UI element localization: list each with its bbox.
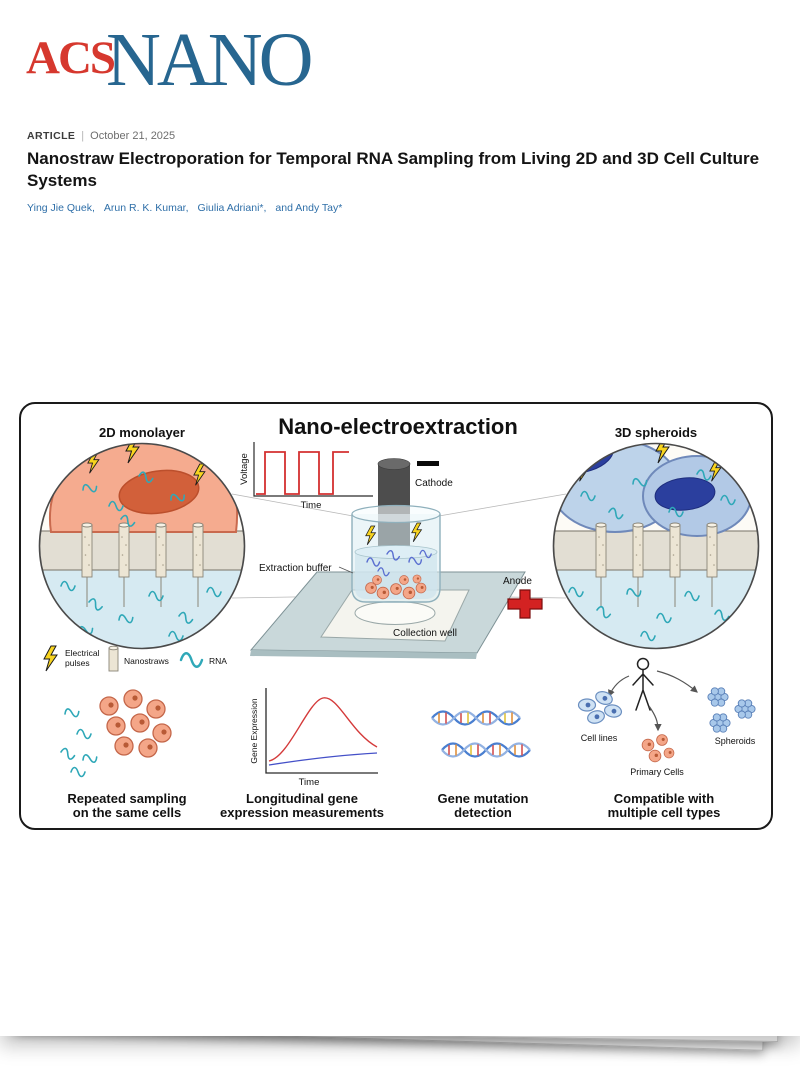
expression-curve-blue bbox=[268, 752, 378, 766]
2d-monolayer-inset: 2D monolayer bbox=[38, 425, 246, 650]
graphical-abstract: Collection well Anode Voltage Time bbox=[19, 402, 773, 830]
legend-electrical-line2: pulses bbox=[65, 658, 90, 668]
anode: Anode bbox=[503, 576, 543, 619]
primary-cells-icons bbox=[641, 734, 675, 763]
logo-nano-text: NANO bbox=[106, 18, 314, 102]
arrow-icons bbox=[608, 670, 698, 732]
legend-electrical-line1: Electrical bbox=[65, 648, 100, 658]
panel4-caption-line1: Compatible with bbox=[614, 791, 714, 806]
figure-legend: Electrical pulses Nanostraws RNA bbox=[43, 645, 227, 672]
panel-gene-expression: Gene Expression Time Longitudinal gene e… bbox=[220, 688, 384, 820]
panel2-caption-line1: Longitudinal gene bbox=[246, 791, 358, 806]
rna-squiggle-icon bbox=[179, 652, 204, 668]
human-figure-icon bbox=[632, 657, 654, 711]
panel3-caption-line1: Gene mutation bbox=[437, 791, 528, 806]
voltage-trace bbox=[256, 451, 349, 495]
spheroids-label: Spheroids bbox=[715, 736, 756, 746]
cell-cluster bbox=[99, 689, 172, 758]
article-meta: ARTICLE | October 21, 2025 bbox=[27, 130, 175, 142]
panel1-caption-line2: on the same cells bbox=[73, 805, 181, 820]
cathode-label: Cathode bbox=[415, 478, 453, 489]
article-title: Nanostraw Electroporation for Temporal R… bbox=[27, 149, 760, 191]
panel-cell-types: Cell lines Spheroids Primary Cells bbox=[577, 657, 756, 820]
panel-gene-mutation: Gene mutation detection bbox=[431, 710, 531, 820]
legend-nanostraws-label: Nanostraws bbox=[124, 656, 169, 666]
cell-lines-label: Cell lines bbox=[581, 733, 618, 743]
voltage-axis-label: Voltage bbox=[239, 453, 250, 485]
collection-well-opening bbox=[354, 601, 436, 625]
right-inset-label: 3D spheroids bbox=[615, 425, 697, 440]
rna-squiggle-icons bbox=[59, 706, 99, 778]
collection-well-label: Collection well bbox=[393, 628, 457, 639]
article-type-label: ARTICLE bbox=[27, 130, 76, 142]
spheroid-cluster-icons bbox=[707, 687, 756, 733]
expression-curve-red bbox=[268, 697, 378, 762]
author-link[interactable]: Ying Jie Quek, bbox=[27, 202, 95, 214]
extraction-well: Extraction buffer bbox=[259, 504, 441, 603]
anode-label: Anode bbox=[503, 576, 532, 587]
logo-acs-text: ACS bbox=[26, 32, 116, 84]
lightning-icon bbox=[43, 645, 58, 672]
figure-title: Nano-electroextraction bbox=[278, 414, 518, 439]
panel-repeated-sampling: Repeated sampling on the same cells bbox=[59, 689, 187, 820]
dna-helix-icon bbox=[441, 742, 531, 758]
graphical-abstract-svg: Collection well Anode Voltage Time bbox=[38, 414, 760, 820]
author-link[interactable]: Arun R. K. Kumar, bbox=[103, 202, 189, 214]
time-axis-label: Time bbox=[301, 500, 322, 511]
publication-date: October 21, 2025 bbox=[90, 130, 176, 142]
author-link[interactable]: Giulia Adriani*, bbox=[197, 202, 267, 214]
author-list: Ying Jie Quek, Arun R. K. Kumar, Giulia Ad… bbox=[27, 202, 351, 214]
time-axis-label-2: Time bbox=[299, 777, 320, 788]
cathode-minus-icon bbox=[417, 461, 439, 466]
meta-divider: | bbox=[81, 130, 85, 142]
extraction-buffer-label: Extraction buffer bbox=[259, 563, 332, 574]
cell-lines-icons bbox=[577, 688, 624, 726]
spheroid-nucleus bbox=[654, 477, 716, 511]
panel4-caption-line2: multiple cell types bbox=[608, 805, 721, 820]
primary-cells-label: Primary Cells bbox=[630, 767, 684, 777]
nanostraw-icon bbox=[108, 645, 119, 672]
cell-nucleus bbox=[118, 469, 200, 515]
dna-helix-icon bbox=[431, 710, 521, 726]
author-link[interactable]: and Andy Tay* bbox=[275, 202, 343, 214]
legend-rna-label: RNA bbox=[209, 656, 227, 666]
panel3-caption-line2: detection bbox=[454, 805, 512, 820]
collection-stage: Collection well bbox=[249, 571, 526, 659]
gene-expression-axis-label: Gene Expression bbox=[249, 698, 259, 763]
3d-spheroids-inset: 3D spheroids bbox=[552, 425, 760, 650]
left-inset-label: 2D monolayer bbox=[99, 425, 185, 440]
anode-plus-icon bbox=[507, 589, 543, 619]
voltage-pulse-plot: Voltage Time bbox=[239, 442, 373, 511]
panel1-caption-line1: Repeated sampling bbox=[67, 791, 186, 806]
panel2-caption-line2: expression measurements bbox=[220, 805, 384, 820]
